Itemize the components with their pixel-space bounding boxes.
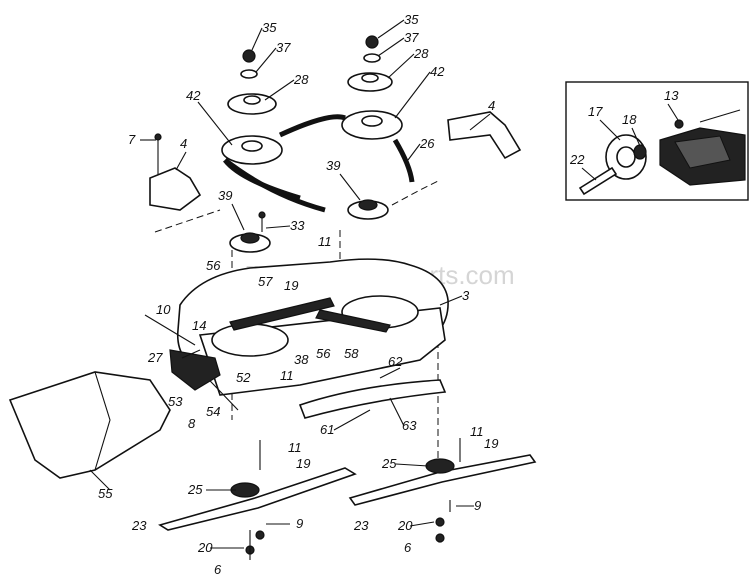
rod-10 (144, 314, 196, 346)
right-spindle (347, 199, 389, 220)
callout-52: 52 (236, 370, 251, 385)
callout-7: 7 (128, 132, 136, 147)
callout-19a: 19 (284, 278, 298, 293)
left-blade-assembly (158, 440, 357, 560)
callout-10: 10 (156, 302, 171, 317)
discharge-chute (8, 371, 171, 479)
callout-11b: 11 (280, 368, 294, 383)
left-bracket (149, 167, 202, 211)
callout-54: 54 (206, 404, 220, 419)
callout-42a: 42 (186, 88, 201, 103)
callout-11d: 11 (470, 424, 484, 439)
right-pulley-stack (278, 35, 415, 183)
baffle (298, 379, 447, 419)
callout-8: 8 (188, 416, 196, 431)
callout-11a: 11 (318, 234, 332, 249)
callout-33: 33 (290, 218, 305, 233)
callout-37a: 37 (276, 40, 291, 55)
callout-19c: 19 (484, 436, 498, 451)
callout-57: 57 (258, 274, 273, 289)
callout-58: 58 (344, 346, 359, 361)
callout-53: 53 (168, 394, 183, 409)
callout-23b: 23 (353, 518, 369, 533)
callout-4b: 4 (488, 98, 495, 113)
callout-28b: 28 (413, 46, 429, 61)
callout-25b: 25 (381, 456, 397, 471)
callout-22: 22 (569, 152, 585, 167)
callout-18: 18 (622, 112, 637, 127)
callout-3: 3 (462, 288, 470, 303)
leader-lines (89, 19, 679, 549)
callout-9a: 9 (296, 516, 303, 531)
callout-4a: 4 (180, 136, 187, 151)
callout-19b: 19 (296, 456, 310, 471)
callout-61: 61 (320, 422, 334, 437)
callout-39b: 39 (218, 188, 232, 203)
callout-13: 13 (664, 88, 679, 103)
callout-62: 62 (388, 354, 403, 369)
callout-28a: 28 (293, 72, 309, 87)
callout-14: 14 (192, 318, 206, 333)
callout-6a: 6 (214, 562, 222, 577)
callout-35b: 35 (404, 12, 419, 27)
callout-38: 38 (294, 352, 309, 367)
right-blade-assembly (348, 438, 537, 543)
callout-25a: 25 (187, 482, 203, 497)
callout-17: 17 (588, 104, 603, 119)
callout-labels: 35 37 28 42 35 37 28 42 7 4 4 26 39 39 3… (98, 12, 679, 577)
idler-detail-inset (565, 81, 749, 201)
deflector-hinge (169, 349, 221, 391)
callout-56a: 56 (206, 258, 221, 273)
callout-37b: 37 (404, 30, 419, 45)
callout-56b: 56 (316, 346, 331, 361)
callout-11c: 11 (288, 440, 302, 455)
callout-55: 55 (98, 486, 113, 501)
callout-63: 63 (402, 418, 417, 433)
left-pulley-stack (221, 49, 326, 213)
callout-27: 27 (147, 350, 163, 365)
callout-20a: 20 (197, 540, 213, 555)
callout-23a: 23 (131, 518, 147, 533)
callout-35a: 35 (262, 20, 277, 35)
callout-20b: 20 (397, 518, 413, 533)
callout-42b: 42 (430, 64, 445, 79)
right-bracket (447, 111, 522, 160)
left-spindle (229, 211, 271, 253)
callout-9b: 9 (474, 498, 481, 513)
callout-26: 26 (419, 136, 435, 151)
callout-6b: 6 (404, 540, 412, 555)
callout-39a: 39 (326, 158, 340, 173)
